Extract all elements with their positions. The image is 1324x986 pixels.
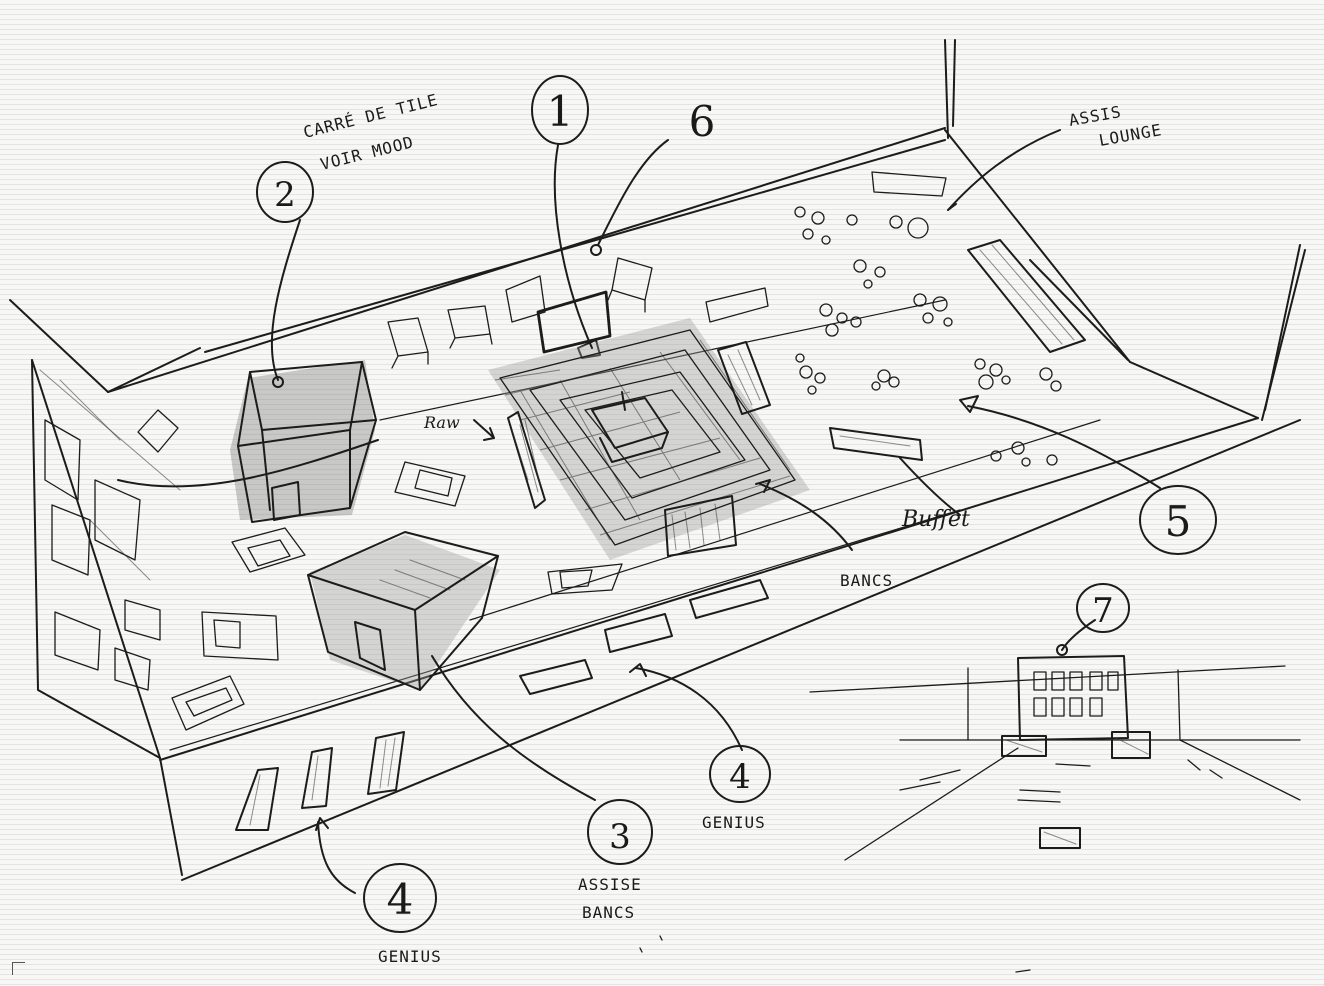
- stray-marks: [639, 935, 1031, 973]
- callout-4-left-number: 4: [387, 875, 414, 924]
- callout-3: 3: [587, 799, 653, 865]
- callout-4-left: 4: [363, 863, 437, 933]
- callout-6: 6: [689, 97, 716, 146]
- lounge-seating: [794, 206, 1062, 467]
- buffet-label: Buffet: [901, 507, 970, 532]
- assis-label-line2: LOUNGE: [1097, 120, 1163, 150]
- assise-label-line1: ASSISE: [578, 875, 642, 894]
- corner-crop-mark: [12, 962, 25, 975]
- callout-7: 7: [1076, 583, 1130, 633]
- assis-label-line1: ASSIS: [1067, 102, 1123, 130]
- lounge-bench: [967, 239, 1129, 361]
- genius-mid-label: GENIUS: [702, 813, 766, 832]
- callout-1-number: 1: [547, 87, 574, 136]
- inset-elevation-7: [809, 655, 1301, 861]
- callout-3-number: 3: [609, 817, 631, 857]
- lounge-frames: [171, 461, 623, 731]
- number-callouts: 1 2 3 4 4 5 6 7: [256, 75, 1217, 933]
- callout-2: 2: [256, 161, 314, 223]
- central-stage: [488, 318, 810, 560]
- bancs-label: BANCS: [840, 571, 893, 590]
- carre-label-line1: CARRÉ DE TILE: [301, 90, 440, 142]
- raw-label: Raw: [423, 413, 460, 432]
- callout-5-number: 5: [1165, 497, 1192, 546]
- room-outline: [9, 39, 1306, 881]
- callout-6-number: 6: [689, 97, 716, 146]
- left-wall-panels: [39, 369, 181, 691]
- leader-lines: [117, 129, 1161, 894]
- stage-benches: [507, 341, 771, 557]
- callout-5: 5: [1139, 485, 1217, 555]
- pavilion-3: [307, 531, 500, 691]
- callout-1: 1: [531, 75, 589, 145]
- callout-4-mid: 4: [709, 745, 771, 803]
- genius-benches: [235, 579, 769, 831]
- pavilion-2: [230, 360, 377, 523]
- callout-7-number: 7: [1092, 591, 1114, 631]
- handwritten-labels: CARRÉ DE TILE VOIR MOOD ASSIS LOUNGE Raw…: [301, 90, 1163, 966]
- back-wall-chairs: [387, 171, 947, 369]
- carre-label-line2: VOIR MOOD: [318, 132, 415, 174]
- buffet-counter: [829, 427, 923, 461]
- callout-2-number: 2: [274, 175, 296, 215]
- genius-left-label: GENIUS: [378, 947, 442, 966]
- callout-4-mid-number: 4: [729, 757, 751, 797]
- assise-label-line2: BANCS: [582, 903, 635, 922]
